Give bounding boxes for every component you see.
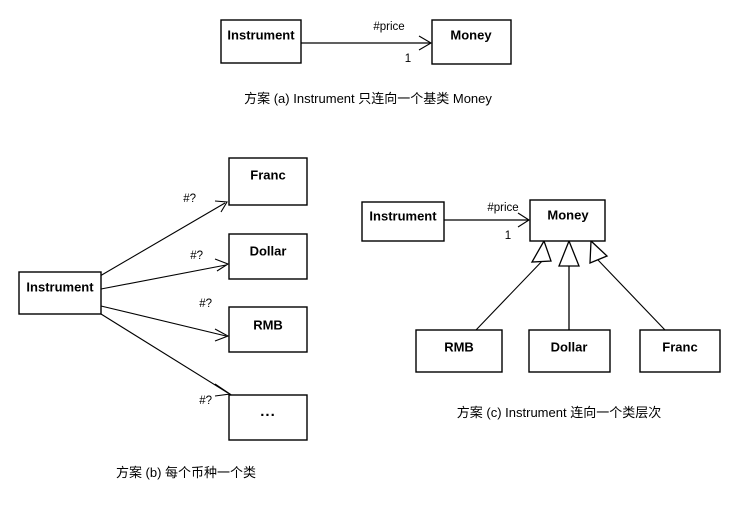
association-line (100, 305, 227, 337)
edge-instrument-to-etc: #? (100, 313, 232, 407)
class-box-rmb-b[interactable]: RMB (228, 306, 308, 353)
class-box-instrument-a[interactable]: Instrument (220, 19, 302, 64)
edge-franc-inherits-money (589, 239, 666, 331)
association-line (99, 202, 226, 277)
class-box-label: Franc (250, 167, 285, 182)
role-label-price: #price (487, 202, 518, 214)
multiplicity-label-one: 1 (405, 53, 411, 65)
class-box-label: Dollar (551, 339, 588, 354)
class-box-label: Instrument (26, 279, 94, 294)
class-box-label: Franc (662, 339, 697, 354)
role-label-unknown: #? (199, 395, 212, 407)
role-label-price: #price (373, 21, 404, 33)
class-box-label: Instrument (227, 27, 295, 42)
role-label-unknown: #? (190, 250, 203, 262)
class-box-rect (528, 329, 611, 373)
class-box-rect (228, 306, 308, 353)
class-box-rect (18, 271, 102, 315)
role-label-unknown: #? (183, 193, 196, 205)
class-box-rect (529, 199, 606, 242)
edge-instrument-to-franc: #? (99, 193, 228, 277)
class-box-dollar-c[interactable]: Dollar (528, 329, 611, 373)
edge-dollar-inherits-money (558, 239, 580, 330)
class-box-rect (431, 19, 512, 65)
class-box-label: RMB (444, 339, 474, 354)
class-box-rect (361, 201, 445, 242)
class-box-label: Dollar (250, 243, 287, 258)
class-box-rect (228, 394, 308, 441)
edge-instrument-to-dollar: #? (100, 250, 230, 290)
class-box-label: Instrument (369, 208, 437, 223)
class-box-instrument-b[interactable]: Instrument (18, 271, 102, 315)
class-box-rmb-c[interactable]: RMB (415, 329, 503, 373)
edge-instrument-to-money-c: #price 1 (444, 202, 531, 242)
inheritance-triangle-icon (558, 239, 580, 267)
inheritance-triangle-icon (589, 239, 609, 264)
edge-instrument-to-rmb: #? (100, 298, 230, 342)
class-box-money-c[interactable]: Money (529, 199, 606, 242)
class-box-rect (228, 157, 308, 206)
class-box-label: ... (260, 403, 276, 420)
class-box-rect (639, 329, 721, 373)
open-arrow-head-icon (214, 328, 230, 342)
class-box-rect (415, 329, 503, 373)
association-line (100, 264, 227, 290)
class-box-rect (228, 233, 308, 280)
open-arrow-head-icon (517, 212, 531, 228)
caption-diagram-a: 方案 (a) Instrument 只连向一个基类 Money (244, 91, 492, 106)
generalization-line (475, 256, 547, 331)
class-box-franc-b[interactable]: Franc (228, 157, 308, 206)
class-box-franc-c[interactable]: Franc (639, 329, 721, 373)
edge-rmb-inherits-money (475, 239, 552, 331)
caption-diagram-b: 方案 (b) 每个币种一个类 (116, 465, 256, 480)
caption-diagram-c: 方案 (c) Instrument 连向一个类层次 (457, 405, 661, 420)
generalization-line (597, 259, 666, 331)
class-box-etc-b[interactable]: ... (228, 394, 308, 441)
diagram-c: #price 1 Instrument (361, 199, 721, 420)
open-arrow-head-icon (214, 383, 232, 397)
diagram-b: #? #? #? #? Instr (18, 157, 308, 480)
open-arrow-head-icon (418, 35, 433, 51)
multiplicity-label-one: 1 (505, 230, 511, 242)
open-arrow-head-icon (214, 258, 230, 272)
class-box-label: Money (450, 27, 492, 42)
class-box-money-a[interactable]: Money (431, 19, 512, 65)
inheritance-triangle-icon (530, 239, 552, 263)
class-box-label: RMB (253, 317, 283, 332)
association-line (100, 313, 229, 394)
class-box-label: Money (547, 207, 589, 222)
class-box-dollar-b[interactable]: Dollar (228, 233, 308, 280)
class-box-rect (220, 19, 302, 64)
open-arrow-head-icon (214, 200, 228, 213)
class-box-instrument-c[interactable]: Instrument (361, 201, 445, 242)
edge-instrument-to-money-a: #price 1 (301, 21, 433, 65)
diagram-a: #price 1 Instrument Money 方案 (a) Instrum… (220, 19, 512, 106)
role-label-unknown: #? (199, 298, 212, 310)
